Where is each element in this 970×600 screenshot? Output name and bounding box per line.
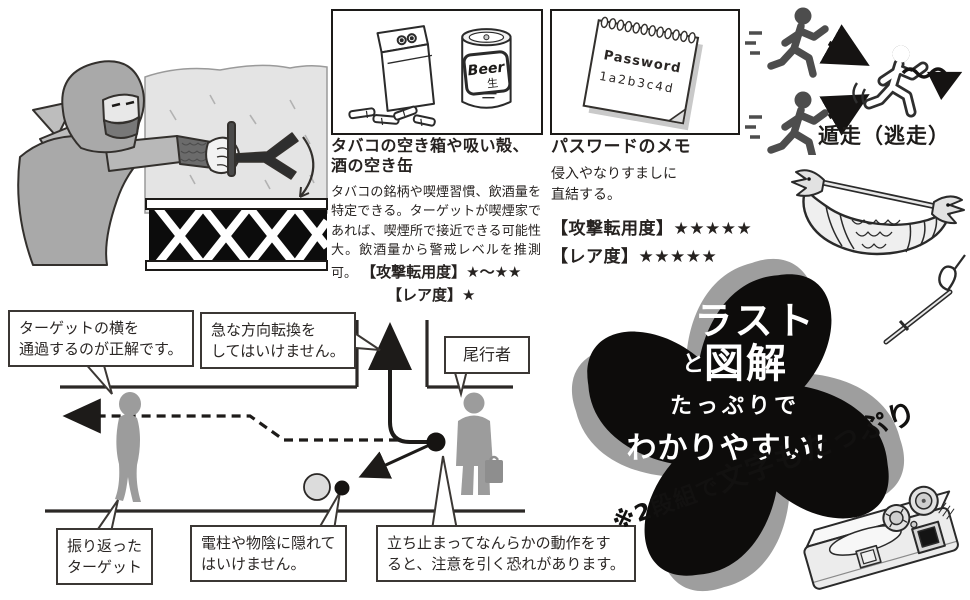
callout-turned-target: 振り返った ターゲット [56,528,154,586]
password-attack-rating: 【攻撃転用度】★★★★★ [551,219,753,240]
callout-pass-side: ターゲットの横を 通過するのが正解です。 [8,310,194,368]
ninja-illustration [17,60,330,271]
target-silhouette [115,392,141,502]
scale-pattern [851,219,901,249]
utility-pole-circle [303,473,331,501]
cigarette-butts [348,105,436,127]
password-memo-illustration: Password 1a2b3c4d [582,16,703,131]
tobacco-body: タバコの銘柄や喫煙習慣、飲酒量を特定できる。ターゲットが喫煙家であれば、喫煙所で… [331,184,541,281]
promo-line-3: たっぷりで [669,393,800,419]
wavy-escape-arrow [901,67,963,101]
lattice-fence [145,198,330,271]
promo-shuriken [571,258,905,592]
callout-follower: 尾行者 [444,336,530,375]
password-text-block: パスワードのメモ 侵入やなりすましに 直結する。 【攻撃転用度】★★★★★ 【レ… [551,137,753,268]
correct-path-dashed-arrow [62,398,398,442]
tailing-diagram [45,320,525,533]
beer-can-sublabel: 生 [486,75,498,90]
promo-line-2: と図解 [681,340,788,387]
tobacco-text-block: タバコの空き箱や吸い殻、 酒の空き缶 タバコの銘柄や喫煙習慣、飲酒量を特定できる… [331,136,541,305]
promo-line-4: わかりやすい！ [626,430,844,466]
spy-camera-illustration [803,485,959,590]
promo-line-1: イラスト [653,299,817,343]
dragon-boat-illustration [791,169,966,345]
spiral-binding [600,16,696,44]
ninja-figure [17,60,315,266]
shuriken-shape [587,274,889,576]
escape-caption: 遁走（逃走） [818,124,950,148]
cigarette-beer-illustration: Beer 生 [348,25,512,127]
tobacco-rarity-rating: 【レア度】★ [387,286,476,305]
escape-scene [745,5,963,156]
escaping-runner-icon [852,46,924,113]
pursuit-arrow [819,24,870,66]
follower-position-dot [426,432,446,452]
password-rarity-rating: 【レア度】★★★★★ [551,247,718,268]
password-body: 侵入やなりすましに 直結する。 [551,165,677,204]
tobacco-attack-rating: 【攻撃転用度】★〜★★ [361,262,522,281]
pursuer-icon [745,92,825,156]
hide-arrow [358,440,437,479]
hide-position-dot [334,480,350,496]
beer-can-label: Beer [467,60,506,80]
promo-text-block: イラスト と図解 たっぷりで わかりやすい！ [585,299,885,467]
callout-tails [81,324,471,533]
tobacco-title: タバコの空き箱や吸い殻、 酒の空き缶 [331,136,530,176]
follower-silhouette [456,392,503,495]
sudden-turn-arrow [368,322,436,444]
callout-no-sudden-turn: 急な方向転換を してはいけません。 [200,312,356,370]
callout-no-stopping: 立ち止まってなんらかの動作をす ると、注意を引く恐れがあります。 [376,525,636,583]
evidence-card-tobacco: Beer 生 [331,9,543,135]
password-title: パスワードのメモ [551,137,691,157]
evidence-card-password: Password 1a2b3c4d [550,9,740,135]
callout-no-hiding: 電柱や物陰に隠れて はいけません。 [190,525,347,583]
camera-grille [938,502,955,520]
pursuer-icon [745,8,825,75]
